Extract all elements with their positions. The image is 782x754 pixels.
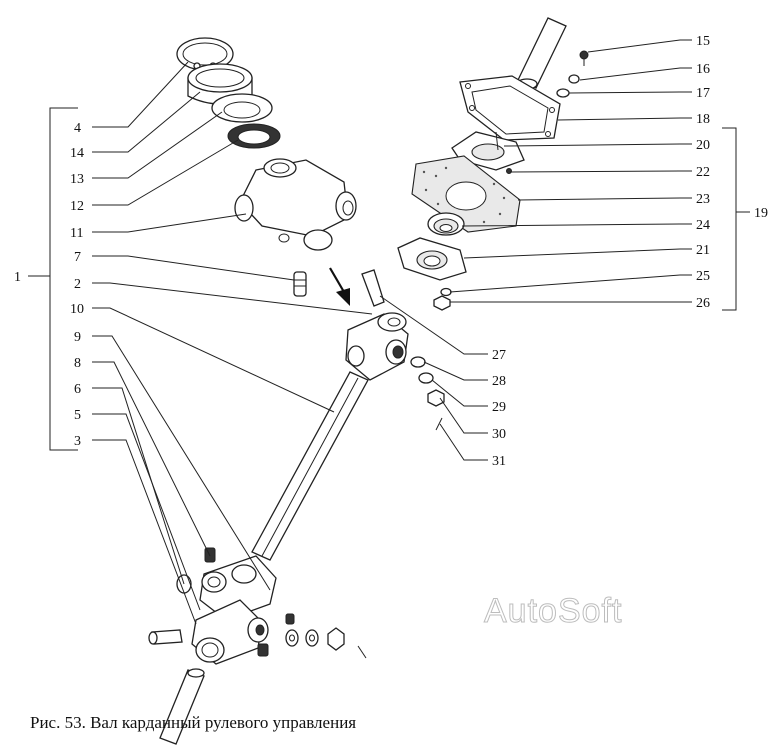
label-13: 13 xyxy=(70,172,84,187)
part-11-spider xyxy=(234,158,357,251)
label-28: 28 xyxy=(492,374,506,389)
label-23: 23 xyxy=(696,192,710,207)
label-11: 11 xyxy=(70,226,83,241)
label-15: 15 xyxy=(696,34,710,49)
assembly-arrow xyxy=(329,267,350,306)
label-21: 21 xyxy=(696,243,710,258)
part-13-ring xyxy=(211,93,273,123)
leader-lines xyxy=(28,39,750,625)
lower-fasteners xyxy=(257,613,367,659)
label-10: 10 xyxy=(70,302,84,317)
label-31: 31 xyxy=(492,454,506,469)
label-9: 9 xyxy=(74,330,81,345)
label-19: 19 xyxy=(754,206,768,221)
label-16: 16 xyxy=(696,62,710,77)
part-29-washer xyxy=(418,372,434,384)
part-25-washer xyxy=(440,287,452,297)
label-27: 27 xyxy=(492,348,506,363)
part-24-bearing xyxy=(427,212,465,236)
part-31-cotter-pin xyxy=(435,417,443,431)
label-5: 5 xyxy=(74,408,81,423)
label-26: 26 xyxy=(696,296,710,311)
label-25: 25 xyxy=(696,269,710,284)
lower-shaft xyxy=(159,668,205,745)
label-6: 6 xyxy=(74,382,81,397)
label-29: 29 xyxy=(492,400,506,415)
label-4: 4 xyxy=(74,121,81,136)
upper-universal-joint xyxy=(345,312,409,381)
part-17-washer xyxy=(556,88,570,98)
watermark: AutoSoft xyxy=(484,592,622,630)
label-8: 8 xyxy=(74,356,81,371)
part-7-grease-fitting xyxy=(293,271,307,297)
part-15-bolt xyxy=(579,50,589,66)
label-20: 20 xyxy=(696,138,710,153)
part-30-nut xyxy=(427,389,445,407)
lower-universal-joint xyxy=(191,555,277,665)
callout-labels: 1 4 14 13 12 11 7 2 10 9 8 6 5 3 15 16 1… xyxy=(14,34,768,469)
label-30: 30 xyxy=(492,427,506,442)
label-1: 1 xyxy=(14,270,21,285)
label-7: 7 xyxy=(74,250,81,265)
parts-drawing xyxy=(148,17,589,745)
part-27-pin xyxy=(361,269,385,307)
lower-pin xyxy=(148,629,183,645)
label-18: 18 xyxy=(696,112,710,127)
label-12: 12 xyxy=(70,199,84,214)
part-26-nut xyxy=(433,295,451,311)
part-28-washer xyxy=(410,356,426,368)
intermediate-shaft xyxy=(251,371,369,561)
label-24: 24 xyxy=(696,218,710,233)
part-16-washer xyxy=(568,74,580,84)
label-14: 14 xyxy=(70,146,84,161)
label-2: 2 xyxy=(74,277,81,292)
label-3: 3 xyxy=(74,434,81,449)
figure-caption: Рис. 53. Вал карданный рулевого управлен… xyxy=(30,713,356,732)
part-18-cover xyxy=(459,75,561,141)
part-21-flange xyxy=(397,237,467,281)
part-12-seal xyxy=(227,123,281,149)
label-17: 17 xyxy=(696,86,710,101)
label-22: 22 xyxy=(696,165,710,180)
